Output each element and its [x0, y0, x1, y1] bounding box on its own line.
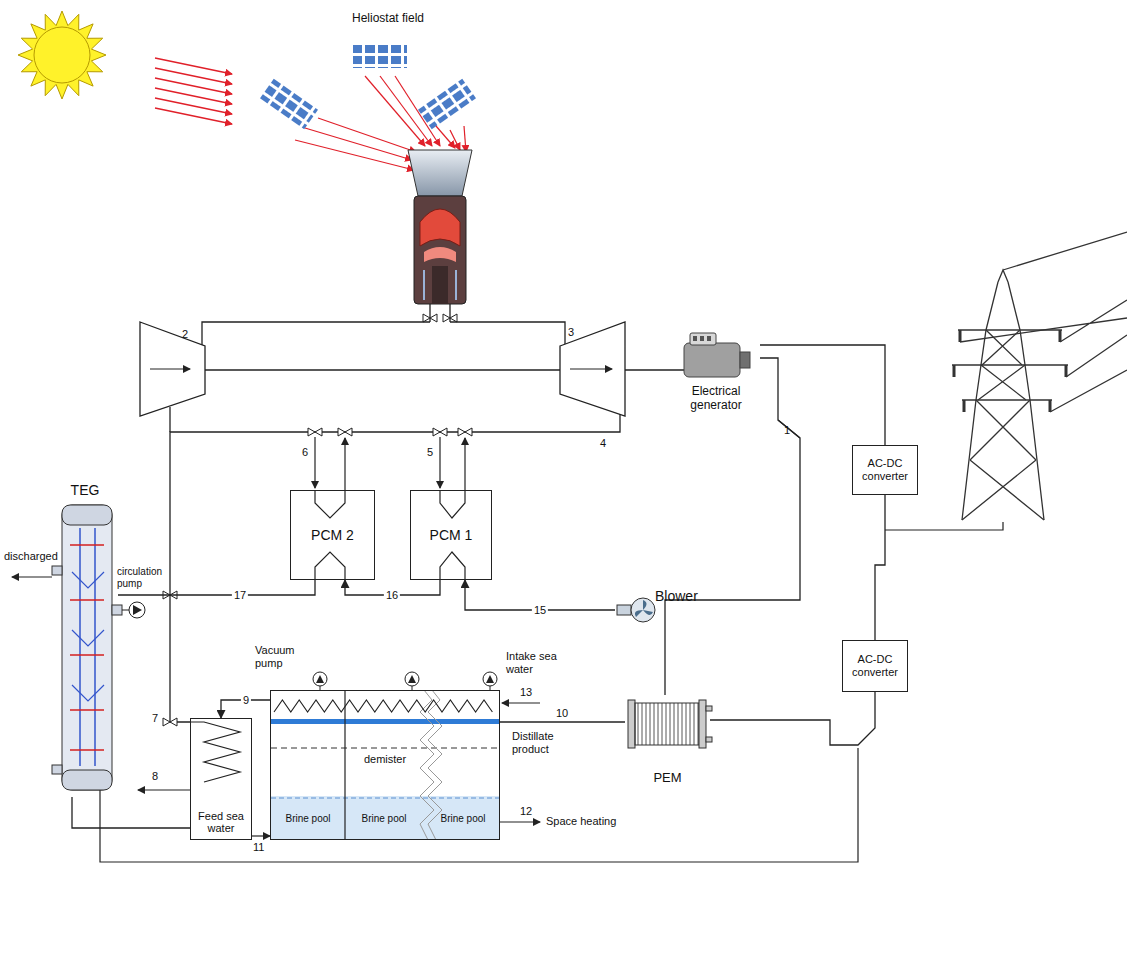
brayton-cycle-piping [170, 322, 684, 722]
pcm-tank: PCM 1 [410, 490, 492, 580]
node-label: PCM 2 [311, 527, 354, 543]
node-label: AC-DC converter [846, 653, 904, 678]
brine-pool: Brine pool [351, 801, 417, 837]
sun-rays [155, 58, 232, 124]
intake-arrow [502, 702, 540, 703]
pipe-connector [875, 495, 885, 640]
pipe-connector [500, 721, 625, 722]
blower: Blower [615, 588, 715, 630]
brine-pool: Brine pool [429, 801, 497, 837]
node-label: demister [364, 753, 406, 766]
transmission-tower [952, 232, 1127, 520]
teg-column [52, 505, 122, 790]
pipe-connector [118, 580, 315, 595]
stream-number: 16 [384, 589, 400, 601]
pem-stack [628, 700, 712, 748]
pem-electrolyzer: PEM [625, 695, 710, 790]
solar-receiver [408, 150, 472, 322]
annotation: Distillate product [512, 730, 592, 755]
callout-number: 5 [427, 446, 433, 459]
heliostat-field [260, 44, 476, 129]
compressor [140, 322, 205, 416]
sun [18, 11, 106, 99]
grid-wiring [100, 420, 1003, 862]
turbine-arrow [570, 369, 612, 370]
annotation: Space heating [546, 815, 616, 828]
stream-number: 9 [241, 694, 251, 706]
callout-number: 3 [568, 326, 574, 339]
callout-number: 12 [520, 805, 532, 818]
node-label: Brine pool [361, 813, 406, 825]
outlet-arrow [138, 789, 190, 790]
teg-unit: TEG [52, 482, 118, 797]
node-label: Blower [655, 588, 698, 604]
node-label: TEG [71, 482, 100, 498]
generator-icon [684, 333, 750, 377]
med-unit: demisterBrine pool Brine pool Brine pool [270, 690, 500, 840]
stream-number: 15 [532, 604, 548, 616]
callout-number: 7 [152, 712, 158, 725]
heat-exchanger: Feed sea water [190, 718, 252, 840]
node-label: Electrical generator [674, 385, 758, 413]
valves [163, 428, 472, 726]
pcm-tank: PCM 2 [290, 490, 375, 580]
callout-number: 4 [600, 437, 606, 450]
annotation: Heliostat field [352, 12, 424, 26]
brine-feed-line [252, 835, 270, 836]
circulation-pump [122, 602, 145, 618]
blower-icon [617, 598, 655, 622]
callout-number: 11 [253, 841, 264, 854]
node-label: PEM [653, 771, 681, 786]
compressor-arrow [150, 369, 190, 370]
discharge-arrow [12, 576, 52, 577]
stream-number: 17 [232, 589, 248, 601]
node-label: Brine pool [440, 813, 485, 825]
callout-number: 8 [152, 770, 158, 783]
pipe-connector [760, 345, 885, 445]
annotation: discharged [4, 550, 58, 563]
callout-number: 1 [784, 424, 790, 437]
node-label: AC-DC converter [856, 457, 914, 482]
annotation: Vacuum pump [255, 644, 310, 669]
pipe-connector [710, 692, 875, 745]
callout-number: 13 [520, 686, 532, 699]
node-label: Brine pool [285, 813, 330, 825]
brine-pool: Brine pool [275, 801, 341, 837]
pcm-coils [315, 437, 465, 580]
turbine [560, 322, 625, 416]
converter-box: AC-DC converter [842, 640, 908, 692]
callout-number: 2 [182, 328, 188, 341]
node-label: PCM 1 [430, 527, 473, 543]
med-internals [271, 672, 499, 840]
annotation: circulation pump [117, 566, 169, 589]
electrical-generator: Electrical generator [672, 333, 760, 415]
heat-exchanger-coil [190, 722, 240, 782]
pipe-connector [665, 358, 800, 695]
brine-outlet-arrow [500, 821, 540, 822]
callout-number: 6 [302, 446, 308, 459]
stream-number: 10 [554, 707, 570, 719]
node-label: Feed sea water [194, 810, 248, 835]
pipe-connector [72, 797, 190, 828]
annotation: Intake sea water [506, 650, 578, 675]
converter-box: AC-DC converter [852, 445, 918, 495]
